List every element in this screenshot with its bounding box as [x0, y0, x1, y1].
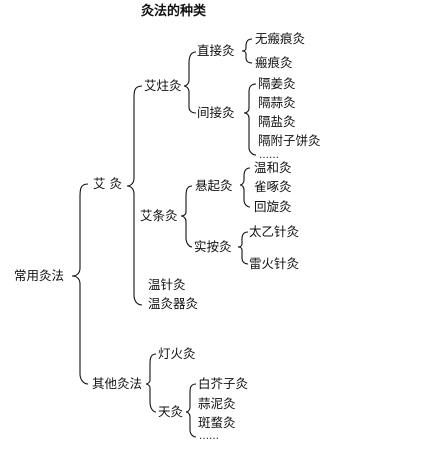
diagram-title: 灸法的种类 [141, 4, 207, 19]
leaf-tian-3: 斑蝥灸 [198, 415, 236, 430]
leaf-zhijie-1: 无瘢痕灸 [255, 31, 306, 46]
brace-zhijie [241, 38, 253, 64]
node-aitiao: 艾条灸 [140, 208, 178, 223]
leaf-shian-2: 雷火针灸 [249, 256, 300, 271]
node-other: 其他灸法 [92, 376, 143, 391]
node-root: 常用灸法 [14, 268, 65, 283]
leaf-jianjie-2: 隔蒜灸 [258, 95, 296, 110]
leaf-xuanqi-3: 回旋灸 [254, 199, 292, 214]
leaf-zhijie-2: 瘢痕灸 [255, 55, 293, 70]
node-aizhu: 艾炷灸 [144, 78, 182, 93]
node-zhijie: 直接灸 [197, 43, 235, 58]
brace-other [145, 353, 157, 413]
leaf-xuanqi-2: 雀啄灸 [254, 179, 292, 194]
leaf-shian-1: 太乙针灸 [249, 224, 300, 239]
brace-aizhu [183, 51, 197, 114]
leaf-jianjie-1: 隔姜灸 [258, 76, 296, 91]
brace-root [71, 183, 89, 385]
leaf-tian-2: 蒜泥灸 [198, 396, 236, 411]
node-ai: 艾 灸 [93, 176, 122, 191]
brace-shian [237, 231, 249, 265]
leaf-jianjie-4: 隔附子饼灸 [258, 133, 321, 148]
node-tian: 天灸 [158, 404, 184, 419]
node-xuanqi: 悬起灸 [195, 178, 233, 193]
node-wenzhen: 温针灸 [148, 277, 186, 292]
leaf-tian-1: 白芥子灸 [198, 376, 249, 391]
brace-xuanqi [239, 167, 251, 208]
leaf-xuanqi-1: 温和灸 [254, 160, 292, 175]
leaf-tian-4: …… [199, 431, 219, 442]
node-jianjie: 间接灸 [197, 105, 235, 120]
node-denghuo: 灯火灸 [158, 346, 196, 361]
brace-ai [126, 85, 143, 306]
leaf-jianjie-3: 隔盐灸 [258, 114, 296, 129]
brace-jianjie [243, 83, 257, 156]
brace-aitiao [180, 185, 193, 248]
node-shian: 实按灸 [194, 239, 232, 254]
node-wenjiuqi: 温灸器灸 [148, 296, 199, 311]
leaf-jianjie-5: …… [259, 150, 279, 161]
brace-tian [185, 383, 197, 438]
